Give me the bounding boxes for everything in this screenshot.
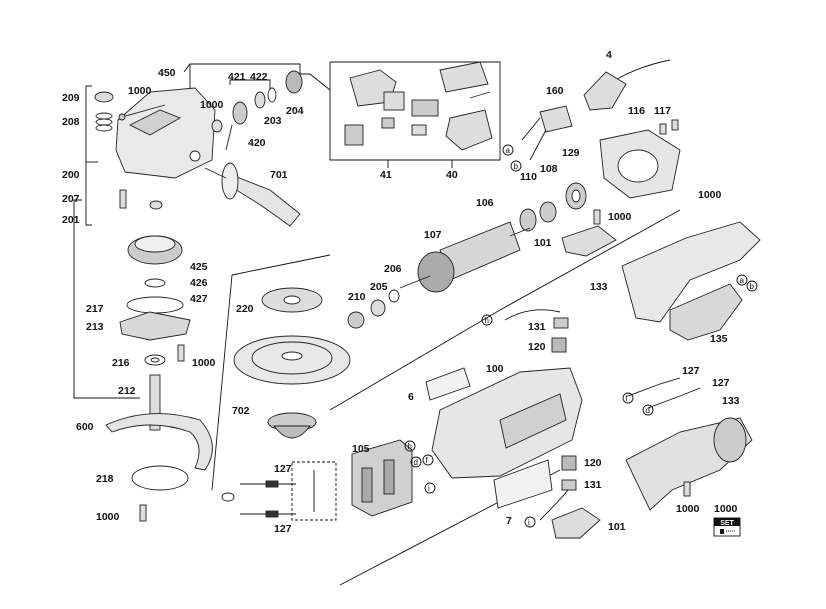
label-1000-d: 1000 (96, 511, 120, 523)
label-108: 108 (540, 163, 558, 175)
label-1000-f: 1000 (698, 189, 722, 201)
label-208: 208 (62, 116, 80, 128)
label-1000-b: 1000 (200, 99, 224, 111)
label-216: 216 (112, 357, 130, 369)
label-160: 160 (546, 85, 564, 97)
label-1000-g: 1000 (676, 503, 700, 515)
label-217: 217 (86, 303, 104, 315)
label-129: 129 (562, 147, 580, 159)
callout-markers: a b h d f i h d f a b i (404, 144, 758, 528)
label-1000-a: 1000 (128, 85, 152, 97)
label-204: 204 (286, 105, 304, 117)
label-133-b: 133 (722, 395, 740, 407)
label-218: 218 (96, 473, 114, 485)
label-107: 107 (424, 229, 442, 241)
label-213: 213 (86, 321, 104, 333)
callout-d-stator: d (414, 458, 418, 467)
label-6: 6 (408, 391, 414, 403)
callout-i-stator: i (428, 484, 430, 493)
callout-h-stator: h (408, 442, 412, 451)
callout-a-handle: a (740, 276, 745, 285)
label-201: 201 (62, 214, 80, 226)
label-425: 425 (190, 261, 208, 273)
label-120-b: 120 (584, 457, 602, 469)
label-127-c: 127 (274, 463, 292, 475)
label-127-a: 127 (682, 365, 700, 377)
callout-a-top: a (506, 146, 511, 155)
label-7: 7 (506, 515, 512, 527)
label-116: 116 (628, 105, 645, 117)
label-427: 427 (190, 293, 208, 305)
label-131-a: 131 (528, 321, 546, 333)
callout-b-top: b (514, 162, 519, 171)
label-600: 600 (76, 421, 94, 433)
parts (94, 59, 761, 539)
label-702: 702 (232, 405, 250, 417)
set-badge: SET (713, 517, 741, 537)
label-420: 420 (248, 137, 266, 149)
label-127-b: 127 (712, 377, 730, 389)
callout-i-bottom: i (528, 518, 530, 527)
label-133-a: 133 (590, 281, 608, 293)
label-1000-h: 1000 (714, 503, 738, 515)
label-203: 203 (264, 115, 282, 127)
label-421: 421 (228, 71, 246, 83)
label-4: 4 (606, 49, 612, 61)
label-40: 40 (446, 169, 458, 181)
label-1000-c: 1000 (192, 357, 216, 369)
label-127-d: 127 (274, 523, 292, 535)
label-701: 701 (270, 169, 288, 181)
label-200: 200 (62, 169, 80, 181)
label-105: 105 (352, 443, 370, 455)
callout-d-right: d (646, 406, 650, 415)
label-450: 450 (158, 67, 176, 79)
label-209: 209 (62, 92, 80, 104)
label-131-b: 131 (584, 479, 602, 491)
label-101-b: 101 (608, 521, 626, 533)
label-205: 205 (370, 281, 388, 293)
label-1000-e: 1000 (608, 211, 632, 223)
label-422: 422 (250, 71, 268, 83)
label-135: 135 (710, 333, 728, 345)
label-426: 426 (190, 277, 208, 289)
label-101-a: 101 (534, 237, 552, 249)
label-110: 110 (520, 171, 537, 183)
label-220: 220 (236, 303, 254, 315)
set-badge-top: SET (720, 520, 734, 527)
label-212: 212 (118, 385, 136, 397)
label-206: 206 (384, 263, 402, 275)
label-120-a: 120 (528, 341, 546, 353)
callout-f-right: f (626, 394, 629, 403)
label-210: 210 (348, 291, 366, 303)
label-100: 100 (486, 363, 504, 375)
callout-f-stator: f (426, 456, 429, 465)
label-207: 207 (62, 193, 80, 205)
callout-h-top: h (485, 316, 489, 325)
part-labels: 450 421 422 209 1000 208 1000 204 203 42… (62, 49, 740, 535)
label-41: 41 (380, 169, 392, 181)
label-106: 106 (476, 197, 494, 209)
callout-b-handle: b (750, 282, 755, 291)
label-117: 117 (654, 105, 671, 117)
